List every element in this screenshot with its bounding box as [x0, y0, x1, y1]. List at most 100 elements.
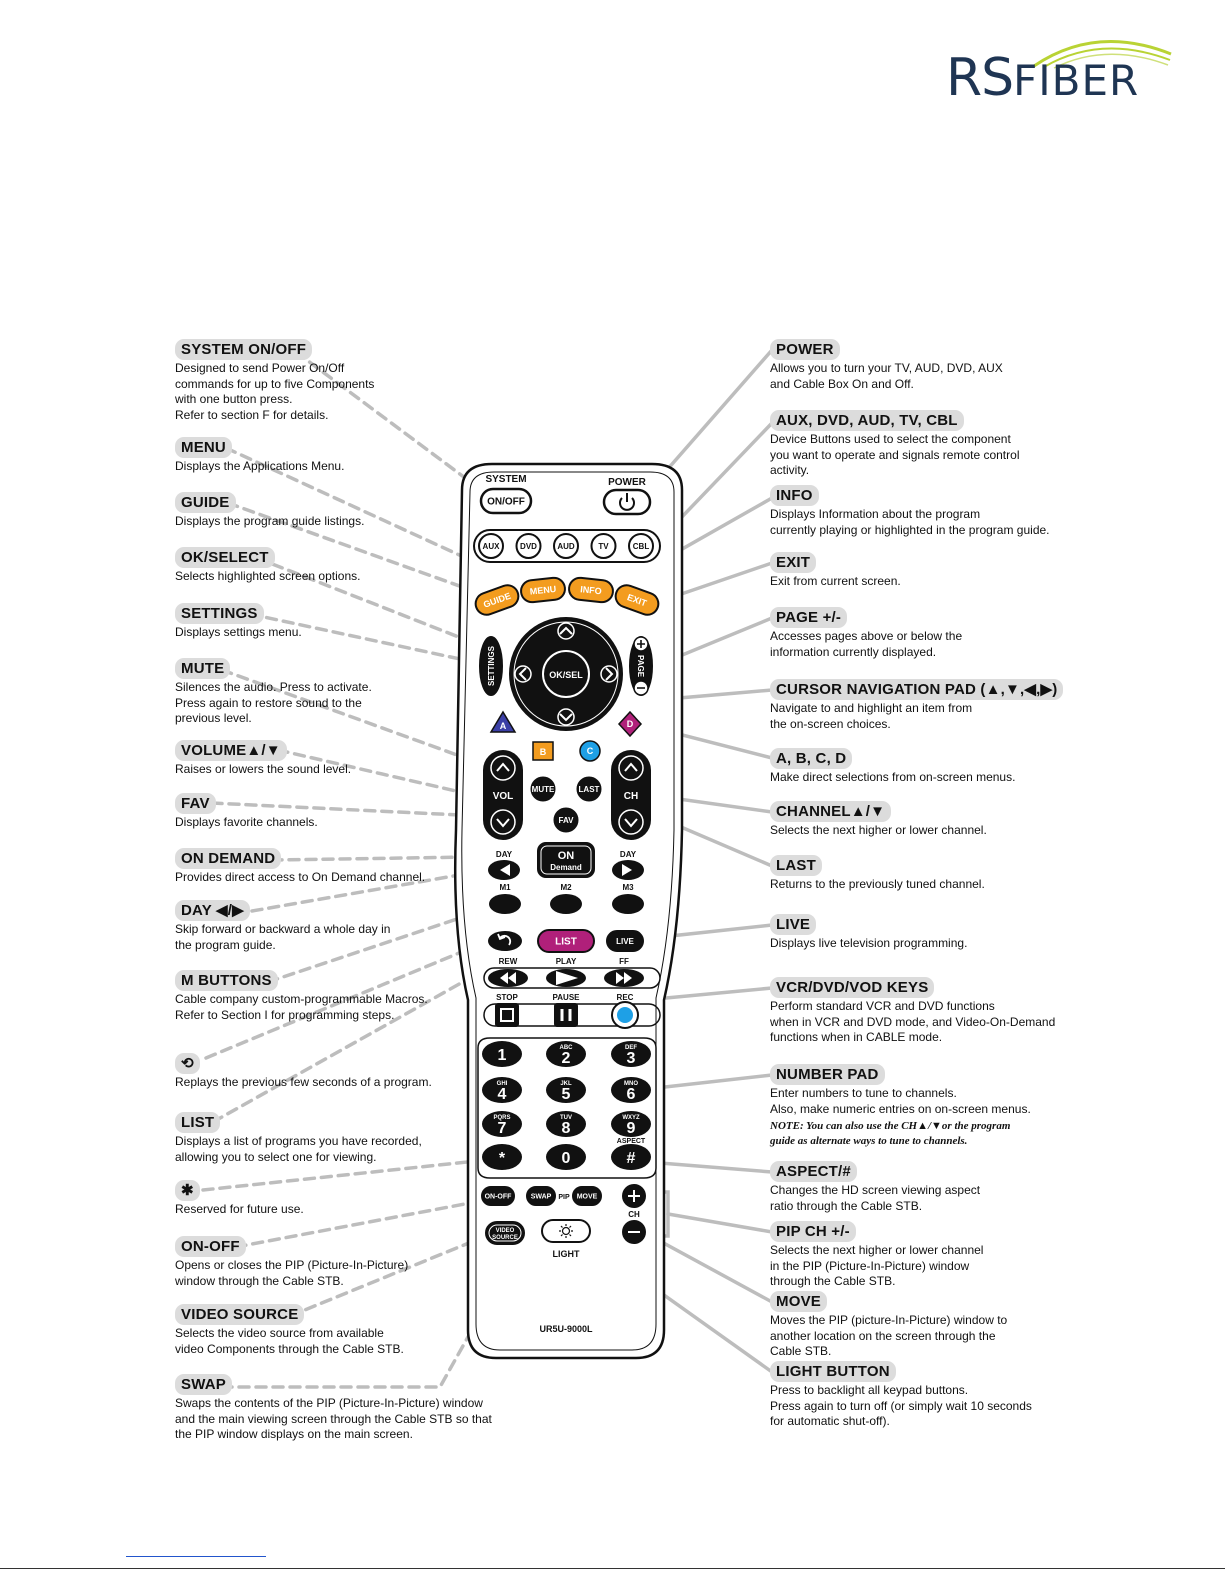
nav-left-icon-ring[interactable]: [514, 665, 532, 683]
device-button-aud[interactable]: AUD: [553, 533, 579, 559]
number-key-0[interactable]: 0: [546, 1144, 586, 1170]
vol-rocker[interactable]: VOL: [483, 750, 523, 840]
a-button[interactable]: A: [489, 710, 517, 733]
description-line: Cable STB.: [770, 1344, 832, 1358]
description-line: Cable company custom-programmable Macros…: [175, 992, 428, 1006]
menu-button-exit[interactable]: EXIT: [613, 582, 662, 618]
device-button-aux[interactable]: AUX: [478, 533, 504, 559]
number-key-1[interactable]: 1: [482, 1041, 522, 1067]
description-line: Changes the HD screen viewing aspect: [770, 1183, 981, 1197]
number-key-shape: [611, 1077, 651, 1103]
settings-button[interactable]: [479, 636, 503, 696]
pip-ch-plus-button[interactable]: [622, 1184, 646, 1208]
number-key-digit: 5: [562, 1086, 571, 1103]
light-bulb-rays: [559, 1224, 573, 1238]
live-button[interactable]: LIVE: [606, 930, 644, 952]
callout-right-7: CHANNEL▲/▼Selects the next higher or low…: [770, 801, 1110, 839]
number-key-shape: [482, 1041, 522, 1067]
callout-description: Enter numbers to tune to channels.Also, …: [770, 1086, 1110, 1117]
m2-button[interactable]: [550, 894, 582, 914]
number-key-hash[interactable]: #: [611, 1144, 651, 1170]
play-button[interactable]: [546, 969, 586, 987]
ff-button[interactable]: [604, 969, 644, 987]
description-line: Displays the program guide listings.: [175, 514, 365, 528]
stop-button[interactable]: [495, 1003, 519, 1027]
last-button[interactable]: LAST: [575, 775, 603, 803]
device-button-label: CBL: [633, 542, 650, 551]
device-button-cbl[interactable]: CBL: [628, 533, 654, 559]
menu-button-guide[interactable]: GUIDE: [473, 582, 522, 618]
pip-ch-minus-button[interactable]: [622, 1220, 646, 1244]
number-key-digit: 0: [562, 1150, 571, 1167]
light-button-shape: [541, 1219, 591, 1243]
day-back-button[interactable]: [488, 860, 520, 880]
description-line: and the main viewing screen through the …: [175, 1411, 492, 1426]
description-line: Press to backlight all keypad buttons.: [770, 1383, 969, 1397]
nav-right-icon-ring[interactable]: [600, 665, 618, 683]
description-line: commands for up to five Components: [175, 376, 375, 391]
device-button-dvd[interactable]: DVD: [515, 533, 542, 559]
replay-button[interactable]: [488, 931, 522, 951]
nav-up-icon-ring[interactable]: [557, 622, 575, 640]
system-onoff-button-label: ON/OFF: [487, 497, 525, 508]
b-button[interactable]: B: [532, 741, 554, 761]
ch-rocker[interactable]: CH: [611, 750, 651, 840]
nav-down-icon-ring[interactable]: [557, 708, 575, 726]
swap-button[interactable]: SWAP: [526, 1186, 556, 1206]
light-button[interactable]: [541, 1219, 591, 1243]
c-button[interactable]: C: [579, 740, 601, 762]
callout-heading: POWER: [770, 339, 840, 360]
m1-button[interactable]: [489, 894, 521, 914]
fav-button[interactable]: FAV: [552, 806, 580, 834]
move-button-shape: [572, 1186, 602, 1206]
system-onoff-button[interactable]: ON/OFF: [479, 487, 533, 515]
list-button[interactable]: LIST: [537, 929, 595, 953]
callout-description: Displays settings menu.: [175, 625, 515, 641]
menu-button-menu[interactable]: MENU: [520, 576, 566, 604]
m3-button[interactable]: [612, 894, 644, 914]
description-line: another location on the screen through t…: [770, 1328, 996, 1343]
rec-button[interactable]: [611, 1001, 639, 1029]
pause-label: PAUSE: [553, 993, 581, 1002]
leader-aspect: [658, 1161, 774, 1174]
device-button-tv[interactable]: TV: [590, 533, 617, 559]
rew-button[interactable]: [488, 969, 528, 987]
number-key-star[interactable]: *: [482, 1144, 522, 1170]
move-button[interactable]: MOVE: [572, 1186, 602, 1206]
pause-button[interactable]: [554, 1003, 578, 1027]
nav-up-icon: [559, 626, 573, 635]
description-line: Displays a list of programs you have rec…: [175, 1134, 422, 1148]
source-label: SOURCE: [492, 1235, 518, 1241]
menu-button-info[interactable]: INFO: [568, 576, 614, 604]
day-forward-button[interactable]: [612, 860, 644, 880]
number-key-digit: 9: [627, 1120, 636, 1137]
power-button[interactable]: [602, 488, 652, 516]
aspect-label: ASPECT: [617, 1138, 646, 1145]
d-button[interactable]: D: [617, 710, 643, 738]
description-line: Selects the next higher or lower channel: [770, 1243, 984, 1257]
description-line: Raises or lowers the sound level.: [175, 762, 352, 776]
day-back-button-label: DAY: [496, 850, 513, 859]
callout-heading: VCR/DVD/VOD KEYS: [770, 977, 935, 998]
callout-heading: LIGHT BUTTON: [770, 1361, 896, 1382]
mute-button[interactable]: MUTE: [529, 775, 557, 803]
ok-select-button[interactable]: [542, 650, 590, 698]
callout-right-13: PIP CH +/-Selects the next higher or low…: [770, 1221, 1110, 1290]
pip-onoff-button[interactable]: ON-OFF: [481, 1186, 515, 1206]
logo-swoosh-icon: [1033, 40, 1172, 69]
page-plus-glyph: [637, 640, 645, 648]
